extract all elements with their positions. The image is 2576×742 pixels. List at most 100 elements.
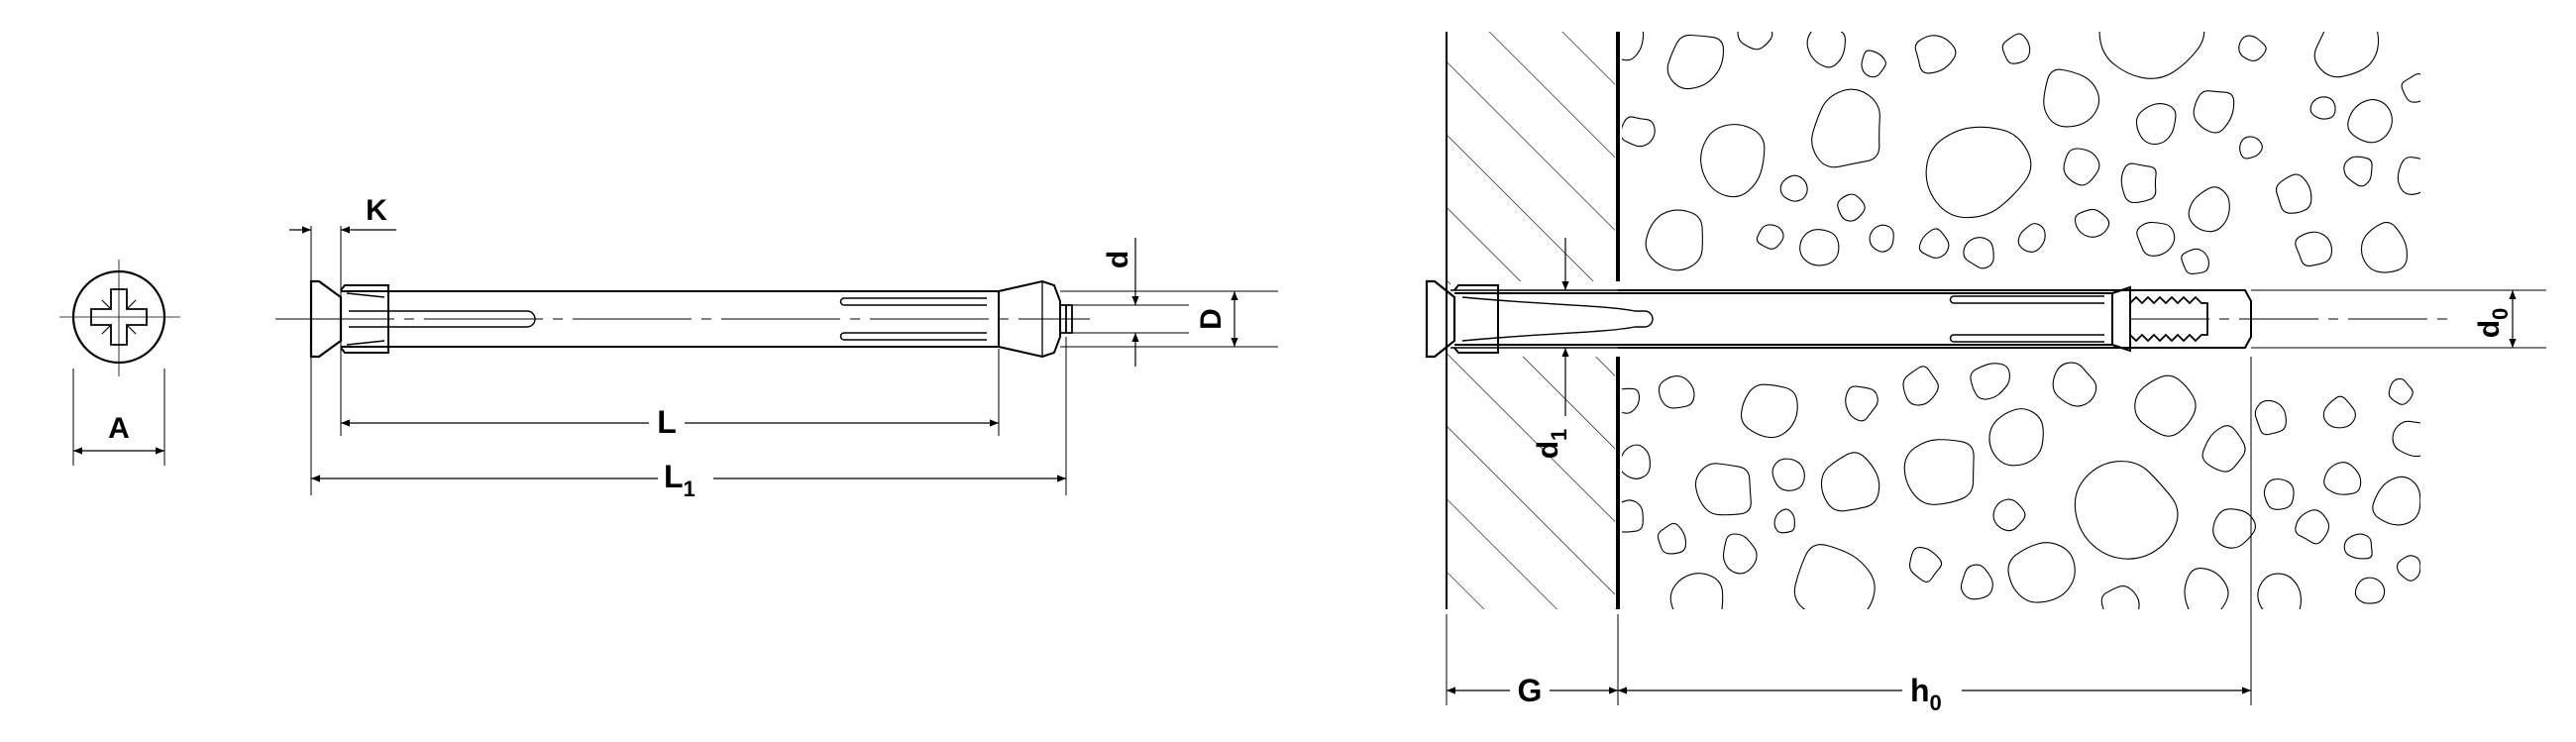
aggregate-stone	[2263, 478, 2295, 510]
aggregate-stone	[1657, 522, 1687, 555]
aggregate-stone	[2136, 221, 2176, 257]
aggregate-stone	[2184, 568, 2229, 609]
aggregate-stone	[1992, 498, 2026, 532]
sleeve-collar	[340, 284, 389, 354]
aggregate-stone	[1908, 546, 1943, 583]
aggregate-stone	[2397, 157, 2420, 195]
aggregate-stone	[2388, 377, 2414, 405]
aggregate-stone	[2295, 231, 2333, 266]
aggregate-stone	[1622, 499, 1644, 533]
aggregate-stone	[1963, 237, 1994, 269]
label-d0: d0	[2473, 308, 2513, 339]
aggregate-stone	[1700, 124, 1766, 198]
label-d1: d1	[1532, 429, 1571, 460]
aggregate-stone	[2188, 186, 2230, 233]
aggregate-stone	[2017, 223, 2046, 253]
aggregate-stone	[1811, 88, 1880, 168]
installed-sleeve	[1454, 292, 2113, 346]
aggregate-stone	[2360, 221, 2408, 273]
aggregate-stone	[1658, 375, 1695, 409]
aggregate-stone	[2063, 148, 2100, 186]
aggregate-stone	[1820, 452, 1880, 512]
aggregate-stone	[2193, 90, 2235, 134]
aggregate-stone	[1740, 383, 1798, 439]
aggregate-stone	[2313, 32, 2380, 78]
aggregate-stone	[1737, 32, 1773, 51]
aggregate-stone	[2120, 162, 2157, 204]
aggregate-stone	[1722, 533, 1758, 575]
label-K: K	[366, 194, 387, 227]
aggregate-stone	[1756, 224, 1784, 250]
aggregate-stone	[2323, 462, 2362, 495]
aggregate-stone	[1837, 193, 1866, 222]
aggregate-stone	[2135, 103, 2177, 146]
frame-anchor-side-view: K L L1 d D	[275, 194, 1278, 501]
aggregate-stone	[2354, 577, 2386, 604]
aggregate-stone	[1793, 544, 1876, 609]
label-L: L	[657, 404, 677, 440]
aggregate-stone	[1645, 209, 1703, 271]
aggregate-stone	[1773, 508, 1795, 534]
aggregate-stone	[1771, 458, 1805, 491]
aggregate-stone	[2238, 35, 2267, 61]
aggregate-stone	[2254, 399, 2287, 436]
aggregate-stone	[1666, 34, 1725, 90]
expansion-cone	[998, 279, 1061, 359]
aggregate-stone	[2343, 156, 2373, 187]
aggregate-stone	[1799, 229, 1840, 266]
expansion-grooves	[839, 297, 987, 341]
aggregate-stone	[1622, 444, 1651, 479]
aggregate-stone	[1694, 463, 1752, 516]
aggregate-stone	[1902, 366, 1939, 406]
aggregate-stone	[1869, 224, 1894, 253]
aggregate-stone	[1960, 564, 1993, 600]
aggregate-stone	[1970, 363, 2010, 400]
installation-section: d1 d0 G h0	[1425, 32, 2546, 715]
installed-screw-head	[1425, 279, 1456, 359]
label-h0: h0	[1910, 673, 1942, 715]
aggregate-stone	[2007, 542, 2076, 603]
aggregate-stone	[1903, 439, 1975, 505]
aggregate-stone	[1806, 32, 1846, 68]
aggregate-stone	[1861, 50, 1886, 78]
aggregate-stone	[2257, 573, 2302, 609]
aggregate-stone	[1918, 228, 1950, 259]
aggregate-stone	[2372, 476, 2420, 526]
aggregate-stone	[2212, 508, 2256, 549]
aggregate-stone	[2043, 68, 2100, 128]
aggregate-stone	[2322, 395, 2356, 429]
aggregate-stone	[1622, 116, 1656, 148]
sleeve-body	[341, 290, 1000, 348]
aggregate-stone	[2001, 33, 2031, 64]
sleeve-slot	[349, 310, 536, 328]
aggregate-stone	[1925, 126, 2032, 219]
aggregate-stone	[1669, 573, 1724, 609]
aggregate-stone	[1914, 35, 1957, 74]
label-D: D	[1195, 308, 1228, 330]
concrete-aggregate	[1622, 32, 2420, 609]
aggregate-stone	[2134, 374, 2197, 437]
aggregate-stone	[2401, 73, 2420, 103]
aggregate-stone	[2201, 425, 2246, 473]
aggregate-stone	[2074, 208, 2110, 238]
aggregate-stone	[2295, 509, 2330, 545]
aggregate-stone	[1988, 408, 2044, 467]
aggregate-stone	[2397, 555, 2420, 582]
label-d: d	[1102, 251, 1134, 268]
aggregate-stone	[2052, 362, 2097, 407]
screw-head-front-view: A	[59, 260, 180, 466]
aggregate-stone	[1622, 32, 1645, 61]
aggregate-stone	[1779, 174, 1808, 202]
label-G: G	[1518, 673, 1543, 708]
aggregate-stone	[1622, 387, 1641, 414]
aggregate-stone	[2275, 173, 2312, 214]
aggregate-stone	[2392, 420, 2420, 458]
aggregate-stone	[2074, 461, 2179, 560]
aggregate-stone	[2347, 98, 2393, 144]
aggregate-stone	[2098, 32, 2205, 79]
aggregate-stone	[1845, 385, 1878, 422]
screw-tip	[1060, 304, 1073, 334]
aggregate-stone	[2181, 248, 2209, 274]
